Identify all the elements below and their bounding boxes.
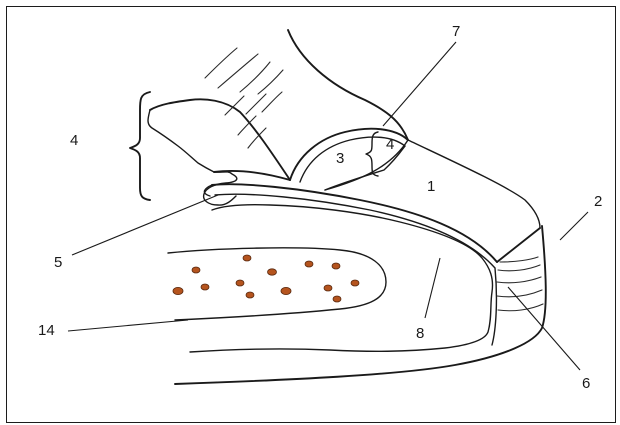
- leader-14: [68, 320, 188, 331]
- marrow-dots: [173, 255, 359, 302]
- crease-1: [205, 48, 237, 78]
- crease-4: [258, 70, 283, 94]
- marrow-dot: [333, 296, 341, 302]
- label-8: 8: [416, 326, 424, 341]
- label-6: 6: [582, 376, 590, 391]
- label-4-inner: 4: [386, 137, 394, 152]
- label-1: 1: [427, 179, 435, 194]
- marrow-dot: [173, 287, 183, 294]
- left-brace: [130, 92, 150, 200]
- tip-striation-4: [497, 290, 542, 297]
- nail-bed-upper: [212, 184, 497, 262]
- marrow-dot: [305, 261, 313, 267]
- label-5: 5: [54, 255, 62, 270]
- marrow-dot: [236, 280, 244, 286]
- label-4-left: 4: [70, 133, 78, 148]
- label-2: 2: [594, 194, 602, 209]
- tip-striation-1: [500, 257, 538, 262]
- leader-5: [72, 195, 218, 255]
- leader-2: [560, 212, 588, 240]
- marrow-dot: [332, 263, 340, 269]
- proximal-fold-outline: [150, 99, 290, 180]
- marrow-dot: [243, 255, 251, 261]
- fold-skin-wavy: [148, 110, 237, 205]
- marrow-dot: [246, 292, 254, 298]
- label-3: 3: [336, 151, 344, 166]
- leader-6: [508, 287, 580, 370]
- marrow-dot: [268, 269, 277, 275]
- crease-9: [248, 128, 266, 148]
- label-7: 7: [452, 24, 460, 39]
- marrow-dot: [281, 287, 291, 294]
- marrow-dot: [201, 284, 209, 290]
- tip-striation-2: [498, 265, 540, 271]
- marrow-dot: [192, 267, 200, 273]
- leader-8: [425, 258, 440, 318]
- leader-7: [383, 42, 456, 126]
- marrow-dot: [351, 280, 359, 286]
- tip-striation-3: [497, 277, 541, 283]
- nail-bed-lower: [215, 194, 496, 345]
- nail-free-edge: [497, 228, 540, 262]
- marrow-dot: [324, 285, 332, 291]
- tip-striation-5: [498, 304, 543, 311]
- eponychium-top: [288, 30, 408, 140]
- label-14: 14: [38, 323, 55, 338]
